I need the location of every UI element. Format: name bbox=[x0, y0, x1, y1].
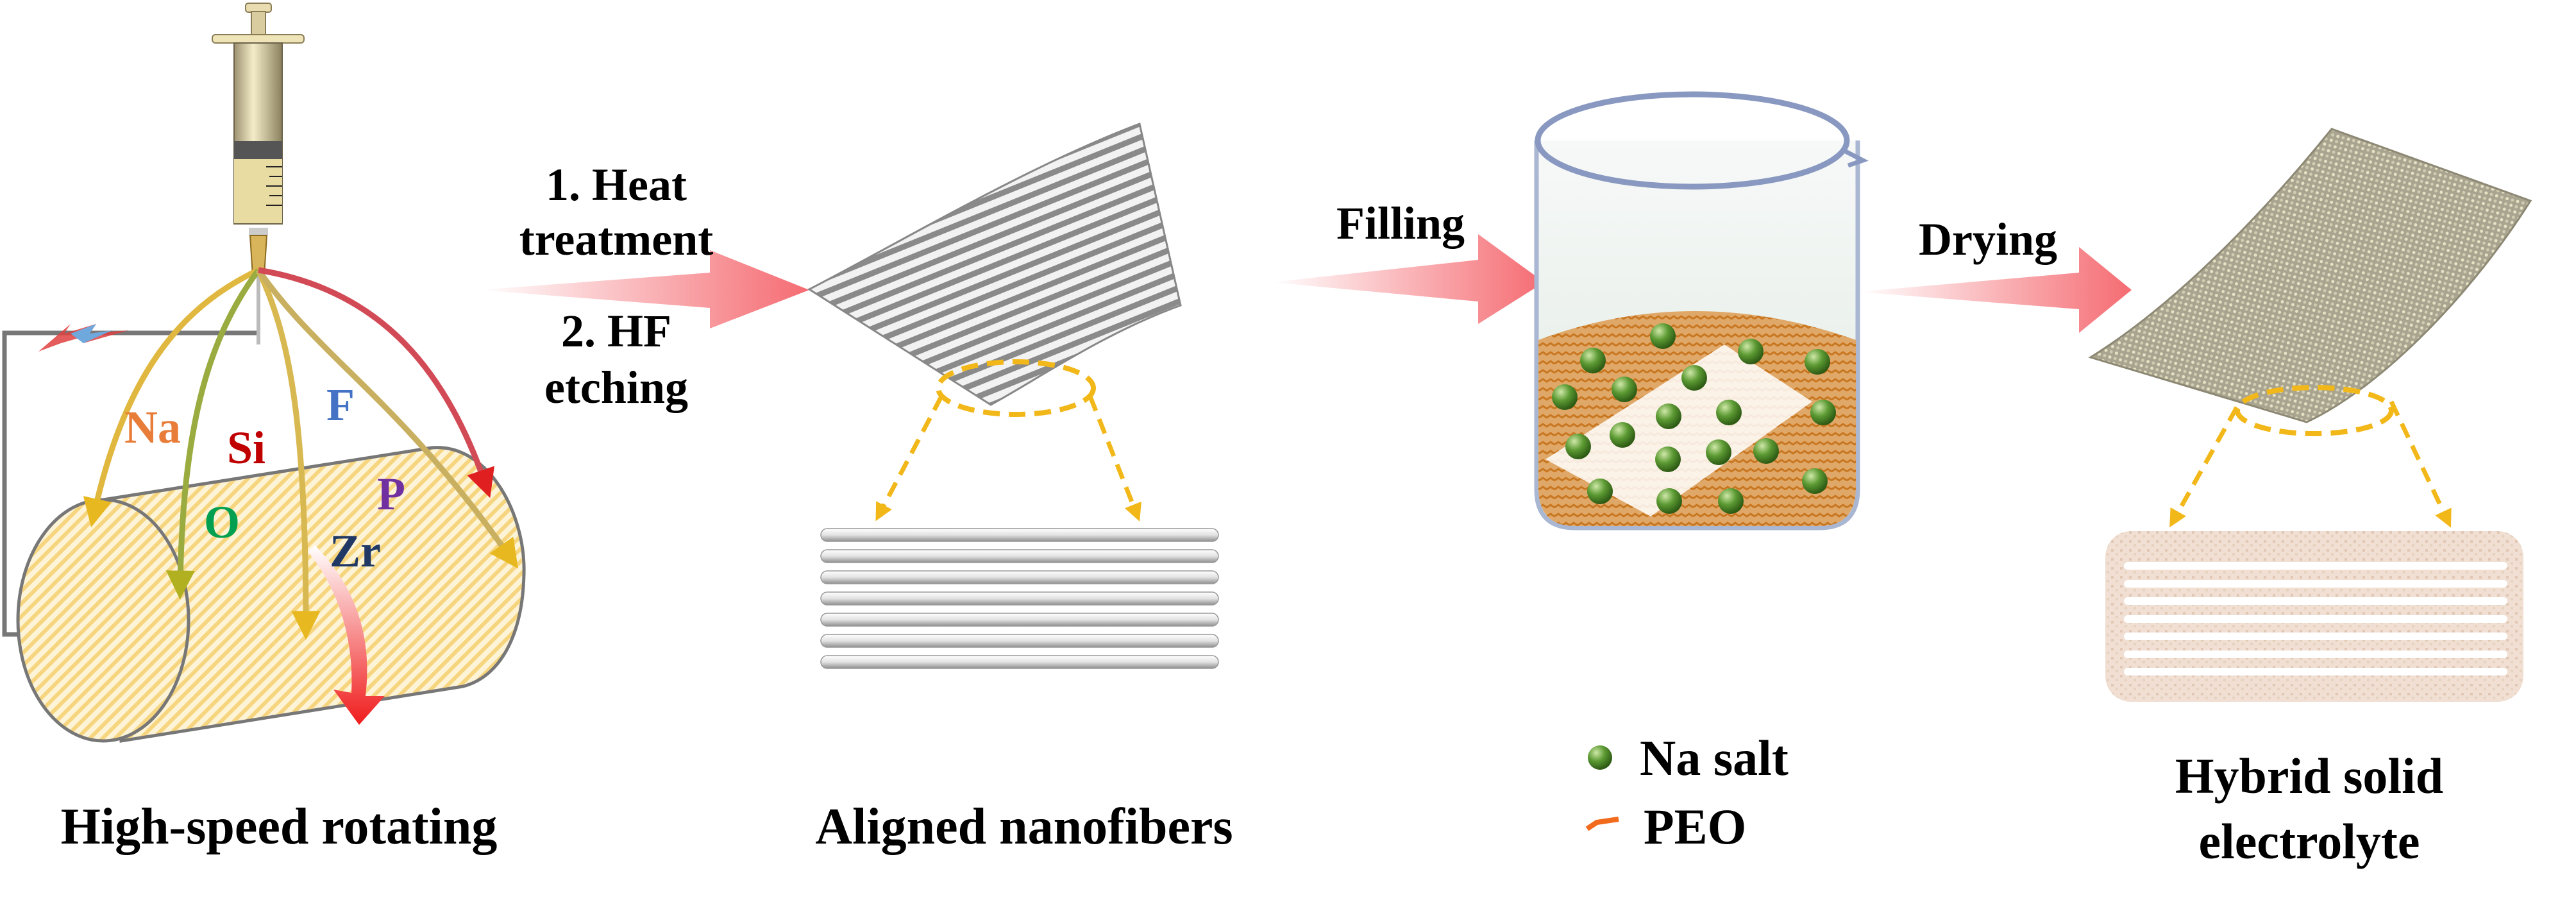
filling-arrow: Filling bbox=[1272, 198, 1544, 324]
na-salt-legend-icon bbox=[1588, 745, 1612, 770]
electrolyte-cross-section bbox=[2105, 531, 2523, 702]
arrow1-line3: 2. HF bbox=[561, 305, 671, 357]
electrolyte-membrane bbox=[2088, 128, 2532, 423]
zoom-region-ellipse bbox=[936, 359, 1096, 417]
beaker-spout bbox=[1843, 148, 1869, 168]
zoom-arrow-right bbox=[1088, 395, 1141, 522]
na-salt-particles bbox=[1552, 323, 1836, 514]
electrospinning-setup: Na Si F O P Zr High-speed rotating bbox=[2, 3, 526, 855]
element-label-f: F bbox=[326, 379, 355, 430]
p-jet-arrow bbox=[256, 268, 518, 569]
legend: Na salt PEO bbox=[1585, 730, 1789, 854]
step1-caption: High-speed rotating bbox=[61, 799, 498, 855]
arrow1-line2: treatment bbox=[519, 214, 714, 265]
f-jet-arrow bbox=[258, 267, 494, 498]
zoom-arrow-left-2 bbox=[2169, 406, 2239, 528]
process-arrow-1 bbox=[479, 250, 809, 328]
rotation-arrow bbox=[308, 545, 385, 725]
zoom-arrow-left bbox=[875, 395, 944, 522]
aligned-nanofibers: Aligned nanofibers bbox=[807, 122, 1233, 855]
hybrid-solid-electrolyte: Hybrid solid electrolyte bbox=[2088, 128, 2532, 869]
center-jet-arrow bbox=[255, 269, 321, 640]
fiber-cross-section bbox=[820, 528, 1219, 669]
cylinder-collector bbox=[16, 446, 526, 743]
beaker-rim bbox=[1535, 91, 1850, 190]
legend-peo: PEO bbox=[1644, 799, 1746, 854]
element-label-o: O bbox=[204, 497, 240, 548]
arrow2-label: Filling bbox=[1336, 198, 1465, 249]
arrow1-line1: 1. Heat bbox=[546, 159, 687, 210]
element-label-zr: Zr bbox=[330, 525, 381, 577]
heat-treatment-arrow: 1. Heat treatment 2. HF etching bbox=[479, 159, 809, 413]
nanofiber-mat-in-beaker bbox=[1545, 344, 1812, 516]
syringe-icon bbox=[212, 3, 305, 344]
process-arrow-2 bbox=[1272, 234, 1544, 324]
step4-caption-line2: electrolyte bbox=[2199, 813, 2420, 869]
process-arrow-3 bbox=[1858, 247, 2132, 333]
element-label-si: Si bbox=[227, 422, 265, 473]
arrow1-line4: etching bbox=[544, 362, 688, 413]
step4-caption-line1: Hybrid solid bbox=[2175, 748, 2443, 804]
step2-caption: Aligned nanofibers bbox=[815, 799, 1233, 855]
beaker bbox=[1534, 91, 1869, 531]
jet-trajectories bbox=[83, 267, 518, 640]
drying-arrow: Drying bbox=[1858, 214, 2132, 333]
o-jet-arrow bbox=[165, 268, 261, 600]
peo-legend-icon bbox=[1585, 817, 1619, 831]
legend-na-salt: Na salt bbox=[1640, 730, 1789, 786]
zoom-arrow-right-2 bbox=[2389, 400, 2452, 528]
nanofiber-mat bbox=[807, 122, 1182, 406]
element-label-p: P bbox=[377, 468, 405, 520]
circuit-wire bbox=[2, 330, 258, 637]
na-jet-arrow bbox=[83, 267, 260, 527]
element-label-na: Na bbox=[124, 402, 181, 453]
arrow3-label: Drying bbox=[1919, 214, 2057, 265]
